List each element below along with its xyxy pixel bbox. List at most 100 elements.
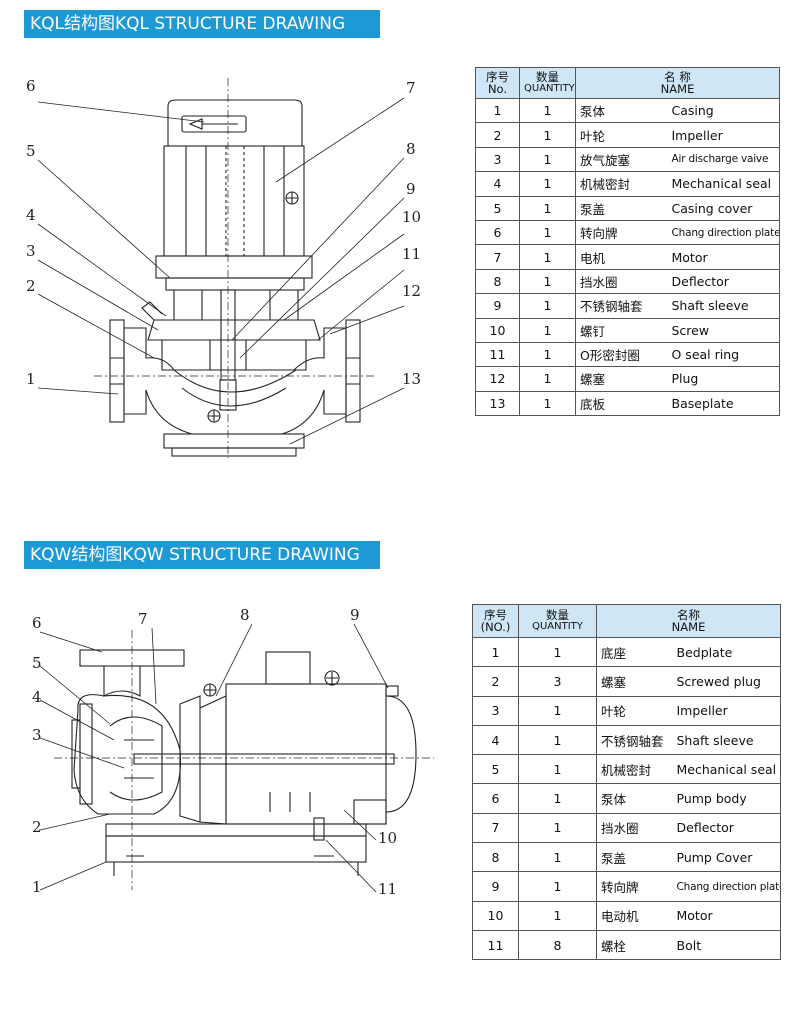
motor-body (163, 145, 305, 257)
kqw-label-6: 6 (32, 614, 42, 632)
row-name-cn: 机械密封 (596, 754, 673, 785)
row-name-en: Screw (667, 317, 781, 343)
kqw-label-5: 5 (32, 654, 42, 672)
kql-drawing-svg: 6 7 5 8 9 4 10 3 11 2 12 1 13 (26, 77, 421, 458)
row-number: 7 (475, 244, 520, 270)
row-quantity: 1 (519, 122, 576, 148)
pump-casing (123, 327, 347, 435)
row-number: 5 (472, 754, 519, 785)
row-name-cn: 挡水圈 (596, 812, 673, 844)
baseplate (163, 433, 305, 449)
row-quantity: 1 (518, 695, 597, 726)
row-name-cn: 泵体 (596, 783, 673, 814)
row-name-cn: 不锈钢轴套 (575, 293, 668, 319)
row-number: 5 (475, 195, 520, 221)
row-name-cn: 底板 (575, 390, 668, 417)
row-name-en: Bolt (672, 929, 782, 961)
row-name-en: Deflector (667, 268, 781, 295)
inlet-flange (79, 703, 93, 805)
row-quantity: 1 (519, 219, 576, 246)
row-quantity: 1 (519, 390, 576, 417)
row-name-cn: 电动机 (596, 900, 673, 931)
row-name-en: Impeller (672, 695, 782, 726)
kql-label-13: 13 (402, 370, 421, 388)
row-name-cn: 螺钉 (575, 317, 668, 343)
row-number: 1 (475, 97, 520, 124)
motor-top-cap (167, 99, 303, 147)
row-quantity: 1 (519, 366, 576, 392)
row-name-en: Casing (667, 97, 781, 124)
kqw-label-3: 3 (32, 726, 42, 744)
row-quantity: 1 (518, 783, 597, 814)
bedplate (105, 823, 367, 837)
row-name-cn: 转向牌 (596, 871, 673, 902)
row-number: 2 (472, 666, 519, 697)
row-name-cn: 螺塞 (575, 366, 668, 392)
row-quantity: 8 (518, 929, 597, 961)
casing-cover (147, 319, 321, 341)
row-quantity: 1 (519, 244, 576, 270)
kqw-label-8: 8 (240, 606, 250, 624)
kqw-section-title: KQW结构图KQW STRUCTURE DRAWING (24, 541, 380, 569)
motor-fan-cover (385, 695, 417, 813)
direction-plate (181, 115, 247, 133)
row-name-en: Screwed plug (672, 666, 782, 697)
impeller (109, 716, 163, 801)
direction-plate (385, 685, 399, 697)
row-number: 7 (472, 812, 519, 844)
kql-section-title: KQL结构图KQL STRUCTURE DRAWING (24, 10, 380, 38)
row-quantity: 1 (518, 871, 597, 902)
row-quantity: 1 (519, 317, 576, 343)
row-name-cn: 叶轮 (596, 695, 673, 726)
row-number: 9 (472, 871, 519, 902)
row-name-cn: 挡水圈 (575, 268, 668, 295)
kql-label-11: 11 (402, 245, 421, 263)
motor-flange (155, 255, 313, 279)
row-quantity: 1 (518, 812, 597, 844)
row-name-cn: 不锈钢轴套 (596, 724, 673, 756)
kqw-header-no: 序号(NO.) (472, 604, 519, 638)
row-name-cn: 泵盖 (575, 195, 668, 221)
kql-label-12: 12 (402, 282, 421, 300)
row-name-cn: 放气旋塞 (575, 146, 668, 173)
kqw-label-7: 7 (138, 610, 148, 628)
row-name-en: Baseplate (667, 390, 781, 417)
row-name-en: Pump Cover (672, 842, 782, 873)
row-name-en: Bedplate (672, 636, 782, 668)
row-number: 11 (472, 929, 519, 961)
kqw-label-10: 10 (378, 829, 397, 847)
row-number: 10 (472, 900, 519, 931)
row-quantity: 1 (518, 754, 597, 785)
row-number: 4 (475, 171, 520, 197)
row-name-en: Casing cover (667, 195, 781, 221)
row-name-cn: 螺栓 (596, 929, 673, 961)
row-number: 11 (475, 341, 520, 368)
row-quantity: 1 (519, 146, 576, 173)
air-vent (141, 301, 163, 321)
row-name-en: Chang direction plate (672, 871, 782, 902)
row-name-cn: 螺塞 (596, 666, 673, 697)
impeller (173, 369, 297, 393)
terminal-box (265, 651, 311, 685)
row-name-en: Deflector (672, 812, 782, 844)
